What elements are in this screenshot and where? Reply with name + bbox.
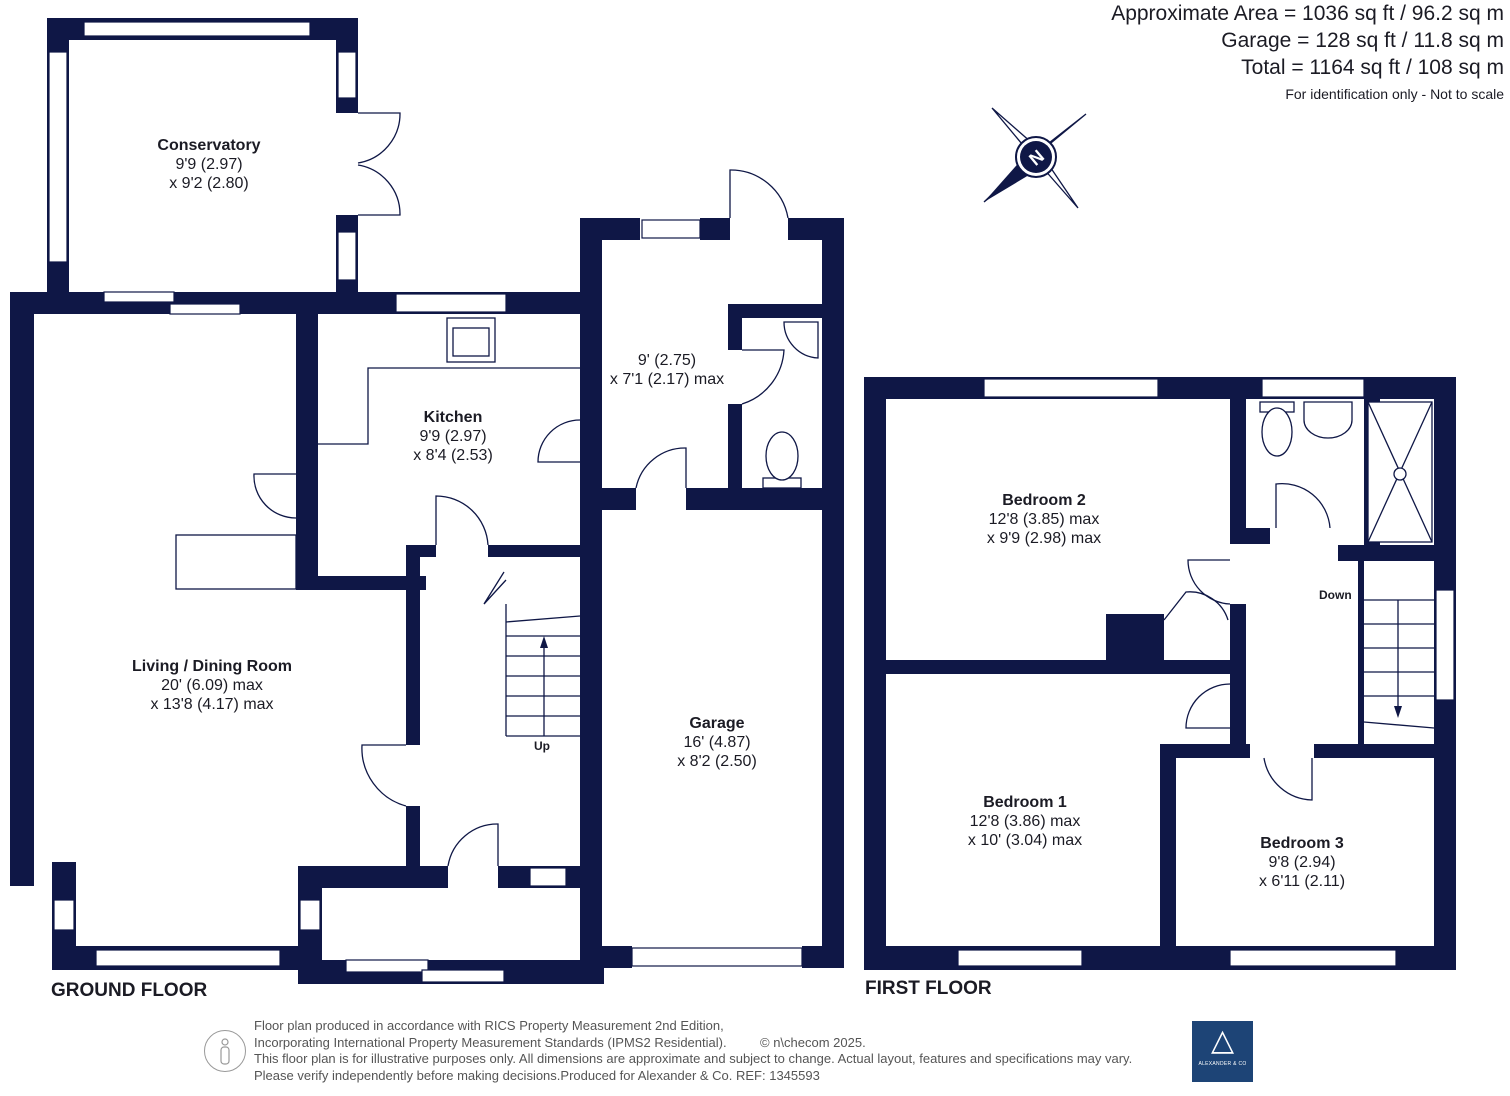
ipms-person-icon [204, 1030, 246, 1072]
total-area: Total = 1164 sq ft / 108 sq m [1241, 56, 1504, 79]
first-floor-windows [957, 378, 1455, 967]
ground-floor-walls [10, 18, 844, 984]
logo-text: ALEXANDER & CO [1198, 1061, 1247, 1067]
garage-area: Garage = 128 sq ft / 11.8 sq m [1221, 29, 1504, 52]
room-conservatory: Conservatory 9'9 (2.97) x 9'2 (2.80) [157, 137, 261, 192]
disclaimer: Floor plan produced in accordance with R… [254, 1018, 1132, 1084]
compass-icon: N [983, 107, 1087, 209]
area-summary: Approximate Area = 1036 sq ft / 96.2 sq … [1111, 0, 1504, 107]
disclaimer-line-2: Incorporating International Property Mea… [254, 1034, 727, 1050]
room-bedroom-1: Bedroom 1 12'8 (3.86) max x 10' (3.04) m… [967, 794, 1083, 849]
first-floor-walls [864, 377, 1456, 970]
room-living-dining: Living / Dining Room 20' (6.09) max x 13… [132, 658, 292, 713]
scale-note: For identification only - Not to scale [1285, 86, 1504, 102]
first-floor-label: FIRST FLOOR [865, 978, 992, 999]
shower-icon [1367, 401, 1433, 543]
room-utility: 9' (2.75) x 7'1 (2.17) max [609, 352, 725, 388]
ground-floor-doors [175, 112, 819, 867]
toilet-icon [762, 431, 802, 489]
approximate-area: Approximate Area = 1036 sq ft / 96.2 sq … [1111, 2, 1504, 25]
ground-floor-label: GROUND FLOOR [51, 980, 208, 1001]
disclaimer-line-1: Floor plan produced in accordance with R… [254, 1018, 724, 1033]
room-bedroom-3: Bedroom 3 9'8 (2.94) x 6'11 (2.11) [1258, 835, 1346, 890]
first-stairs [1363, 599, 1435, 729]
first-floor-doors [1163, 401, 1435, 801]
ground-stairs [505, 604, 581, 737]
basin-icon [783, 321, 819, 359]
stairs-up-label: Up [534, 739, 550, 753]
disclaimer-line-4: Please verify independently before makin… [254, 1067, 820, 1083]
bathroom-basin-icon [1303, 401, 1353, 439]
stairs-down-label: Down [1319, 588, 1352, 602]
copyright: © n\checom 2025. [760, 1034, 866, 1050]
disclaimer-line-3: This floor plan is for illustrative purp… [254, 1051, 1133, 1066]
room-bedroom-2: Bedroom 2 12'8 (3.85) max x 9'9 (2.98) m… [986, 492, 1102, 547]
bathroom-toilet-icon [1259, 401, 1295, 457]
room-kitchen: Kitchen 9'9 (2.97) x 8'4 (2.53) [413, 409, 493, 464]
agency-logo: △ ALEXANDER & CO [1192, 1021, 1253, 1082]
room-garage: Garage 16' (4.87) x 8'2 (2.50) [677, 715, 757, 770]
ground-floor-windows [48, 21, 803, 983]
logo-mark-icon: △ [1210, 1023, 1235, 1058]
